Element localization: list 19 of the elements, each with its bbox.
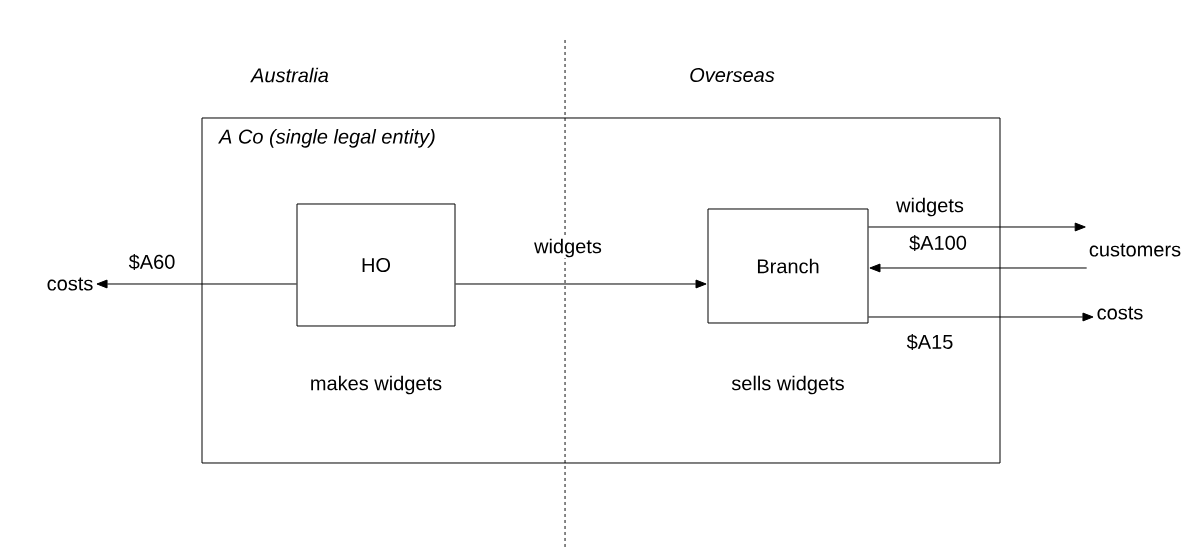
arrow [96, 279, 297, 289]
edge-label: $A15 [905, 332, 955, 352]
node-label: costs [1097, 306, 1143, 320]
arrow [869, 263, 1088, 273]
process-box: HO [296, 203, 456, 327]
arrow [868, 312, 1094, 322]
edge-label: $A60 [127, 252, 177, 272]
process-box: Branch [707, 208, 869, 324]
region-label: Australia [250, 67, 329, 83]
edge-label: widgets [895, 196, 965, 218]
arrow [455, 279, 707, 289]
arrow [868, 222, 1086, 232]
node-label: customers [1089, 243, 1181, 257]
node-caption: sells widgets [731, 375, 844, 395]
node-caption: makes widgets [311, 375, 442, 395]
edge-label: widgets [533, 237, 603, 259]
node-label: costs [47, 277, 93, 291]
region-label: Overseas [690, 67, 775, 83]
edge-label: $A100 [908, 233, 968, 253]
